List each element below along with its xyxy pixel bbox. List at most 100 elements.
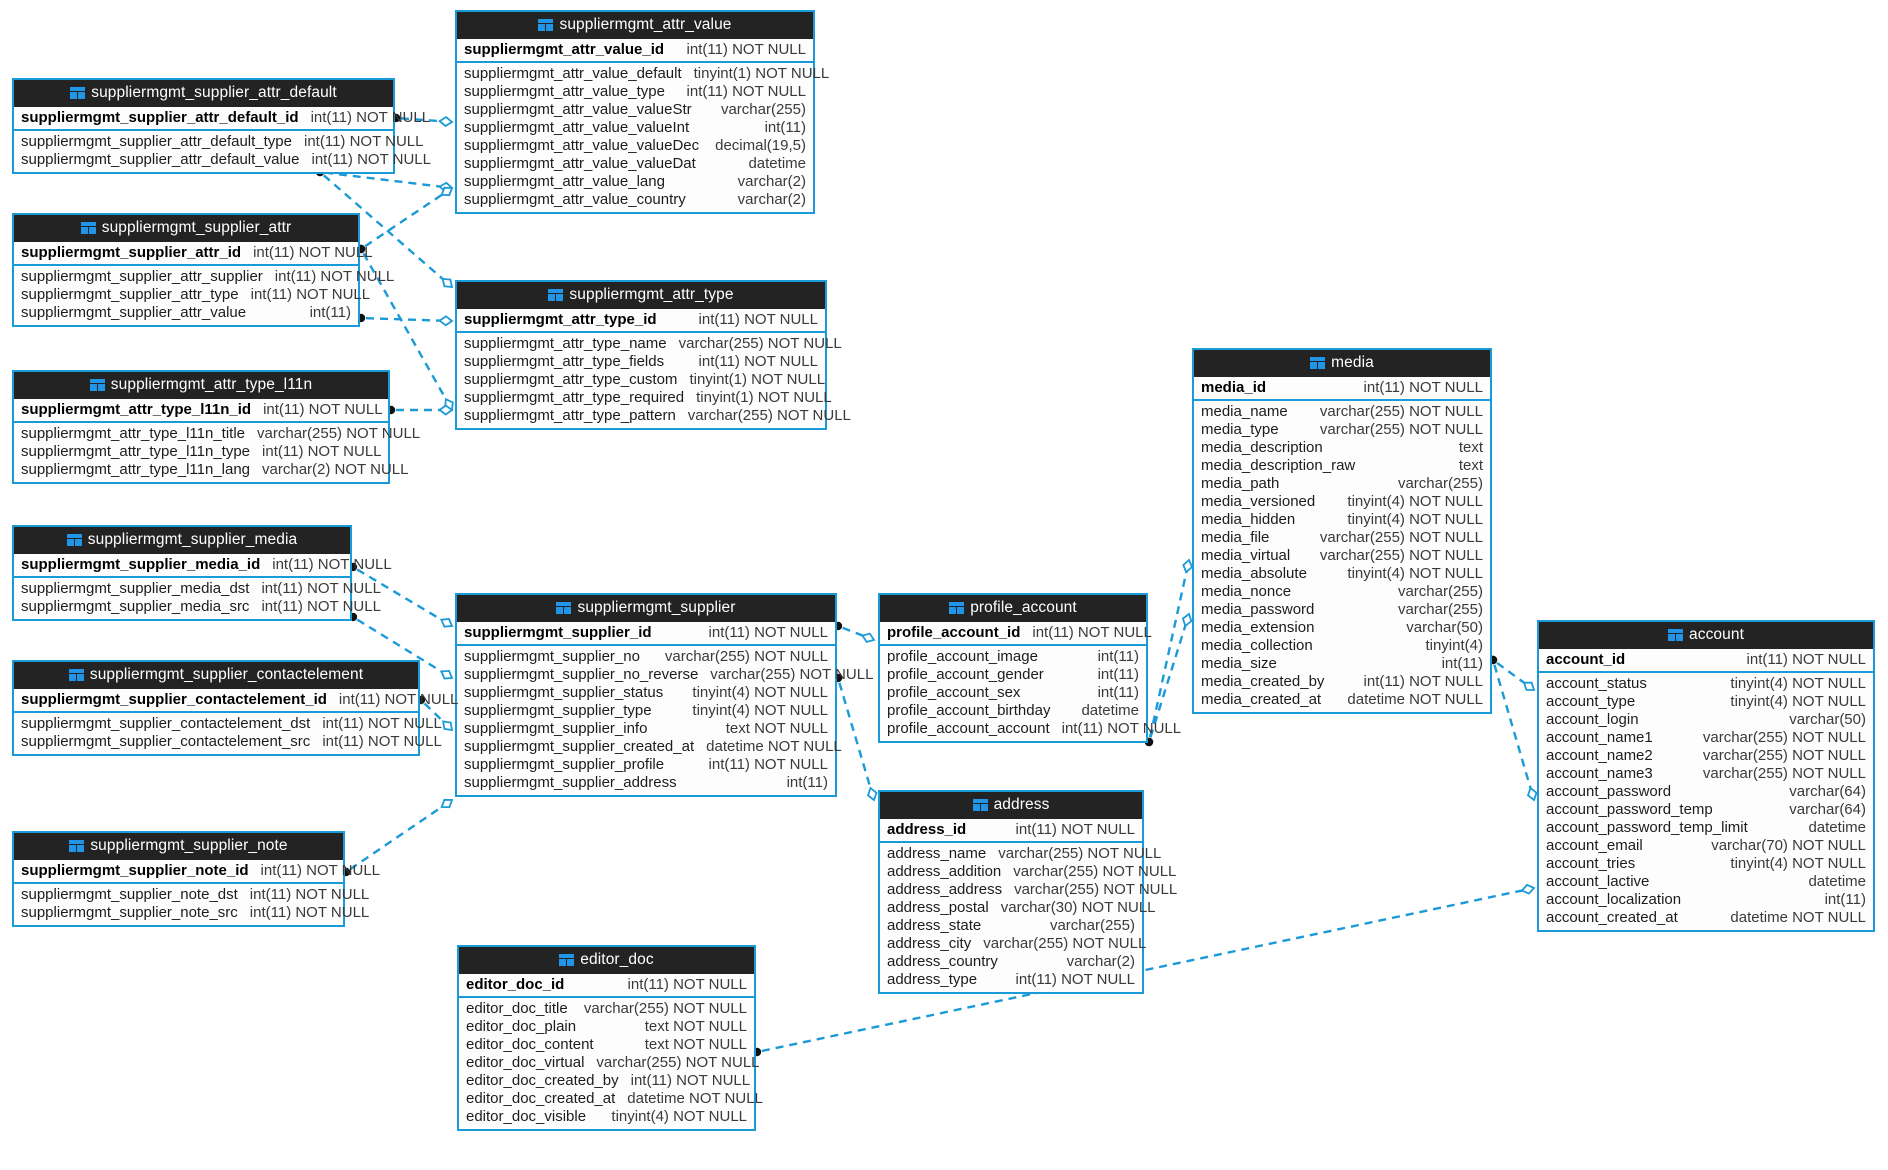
relationship-link [1488, 655, 1536, 691]
column-name: account_name3 [1546, 764, 1653, 782]
column-name: editor_doc_virtual [466, 1053, 585, 1071]
column-type: varchar(255) [1397, 600, 1483, 618]
column-name: suppliermgmt_supplier_type [464, 701, 652, 719]
column-name: account_created_at [1546, 908, 1678, 926]
column-name: account_status [1546, 674, 1647, 692]
entity-table-suppliermgmt_attr_type_l11n[interactable]: suppliermgmt_attr_type_l11n suppliermgmt_… [12, 370, 420, 484]
entity-header[interactable]: suppliermgmt_supplier_attr_default [14, 80, 393, 107]
entity-header[interactable]: account [1539, 622, 1873, 649]
column-row: suppliermgmt_supplier_no_reverse varchar(… [457, 665, 873, 684]
column-name: account_localization [1546, 890, 1682, 908]
column-name: profile_account_gender [887, 665, 1044, 683]
entity-table-suppliermgmt_attr_type[interactable]: suppliermgmt_attr_type suppliermgmt_attr_… [455, 280, 851, 430]
primary-key-row: suppliermgmt_supplier_attr_id int(11) NOT… [14, 243, 373, 262]
entity-header[interactable]: suppliermgmt_attr_type [457, 282, 825, 309]
entity-header[interactable]: suppliermgmt_supplier_contactelement [14, 662, 418, 689]
column-type: varchar(255) [720, 100, 806, 118]
relationship-link [833, 621, 876, 643]
column-name: editor_doc_plain [466, 1017, 577, 1035]
column-type: int(11) [309, 303, 351, 321]
entity-header[interactable]: address [880, 792, 1142, 819]
column-type: int(11) NOT NULL [261, 579, 381, 597]
entity-title: account [1689, 626, 1744, 643]
column-type: varchar(255) NOT NULL [1319, 420, 1483, 438]
column-name: suppliermgmt_supplier_attr_id [21, 243, 242, 261]
entity-header[interactable]: suppliermgmt_supplier_media [14, 527, 350, 554]
column-type: varchar(255) NOT NULL [710, 665, 874, 683]
column-name: suppliermgmt_supplier_no_reverse [464, 665, 699, 683]
column-name: suppliermgmt_attr_type_l11n_type [21, 442, 251, 460]
column-name: account_type [1546, 692, 1636, 710]
column-type: int(11) NOT NULL [1015, 820, 1135, 838]
column-type: varchar(255) NOT NULL [1702, 728, 1866, 746]
relationship-link [386, 404, 454, 416]
entity-header[interactable]: suppliermgmt_attr_type_l11n [14, 372, 388, 399]
column-type: datetime [1808, 872, 1866, 890]
table-icon [69, 839, 85, 852]
entity-header[interactable]: profile_account [880, 595, 1146, 622]
column-type: int(11) NOT NULL [260, 861, 381, 879]
entity-title: profile_account [970, 599, 1077, 616]
column-type: int(11) NOT NULL [253, 243, 373, 261]
column-name: media_virtual [1201, 546, 1291, 564]
column-name: suppliermgmt_supplier_status [464, 683, 664, 701]
column-type: int(11) NOT NULL [310, 108, 431, 126]
column-name: suppliermgmt_attr_value_country [464, 190, 686, 208]
entity-table-suppliermgmt_supplier[interactable]: suppliermgmt_supplier suppliermgmt_suppli… [455, 593, 873, 797]
entity-header[interactable]: suppliermgmt_supplier [457, 595, 835, 622]
entity-header[interactable]: editor_doc [459, 947, 754, 974]
column-name: account_name2 [1546, 746, 1653, 764]
entity-header[interactable]: suppliermgmt_supplier_note [14, 833, 343, 860]
entity-header[interactable]: suppliermgmt_attr_value [457, 12, 813, 39]
column-name: suppliermgmt_supplier_profile [464, 755, 665, 773]
relationship-target-diamond [860, 632, 876, 643]
column-type: varchar(255) [1397, 582, 1483, 600]
entity-header[interactable]: suppliermgmt_supplier_attr [14, 215, 358, 242]
column-type: tinyint(4) NOT NULL [1347, 492, 1483, 510]
column-type: varchar(64) [1789, 782, 1866, 800]
column-name: editor_doc_created_by [466, 1071, 619, 1089]
column-name: address_addition [887, 862, 1002, 880]
relationship-target-diamond [438, 404, 454, 416]
entity-table-suppliermgmt_supplier_media[interactable]: suppliermgmt_supplier_media suppliermgmt_… [12, 525, 392, 621]
column-type: varchar(255) [1397, 474, 1483, 492]
column-type: int(11) NOT NULL [262, 442, 382, 460]
column-type: tinyint(1) NOT NULL [689, 370, 826, 388]
relationship-link [1144, 558, 1194, 747]
column-name: suppliermgmt_supplier_no [464, 647, 640, 665]
column-type: varchar(2) [737, 172, 806, 190]
entity-header[interactable]: media [1194, 350, 1490, 377]
entity-table-suppliermgmt_attr_value[interactable]: suppliermgmt_attr_value suppliermgmt_attr… [455, 10, 829, 214]
column-name: media_file [1201, 528, 1270, 546]
column-name: suppliermgmt_supplier_attr_default_value [21, 150, 300, 168]
column-name: suppliermgmt_supplier_attr_default_type [21, 132, 292, 150]
